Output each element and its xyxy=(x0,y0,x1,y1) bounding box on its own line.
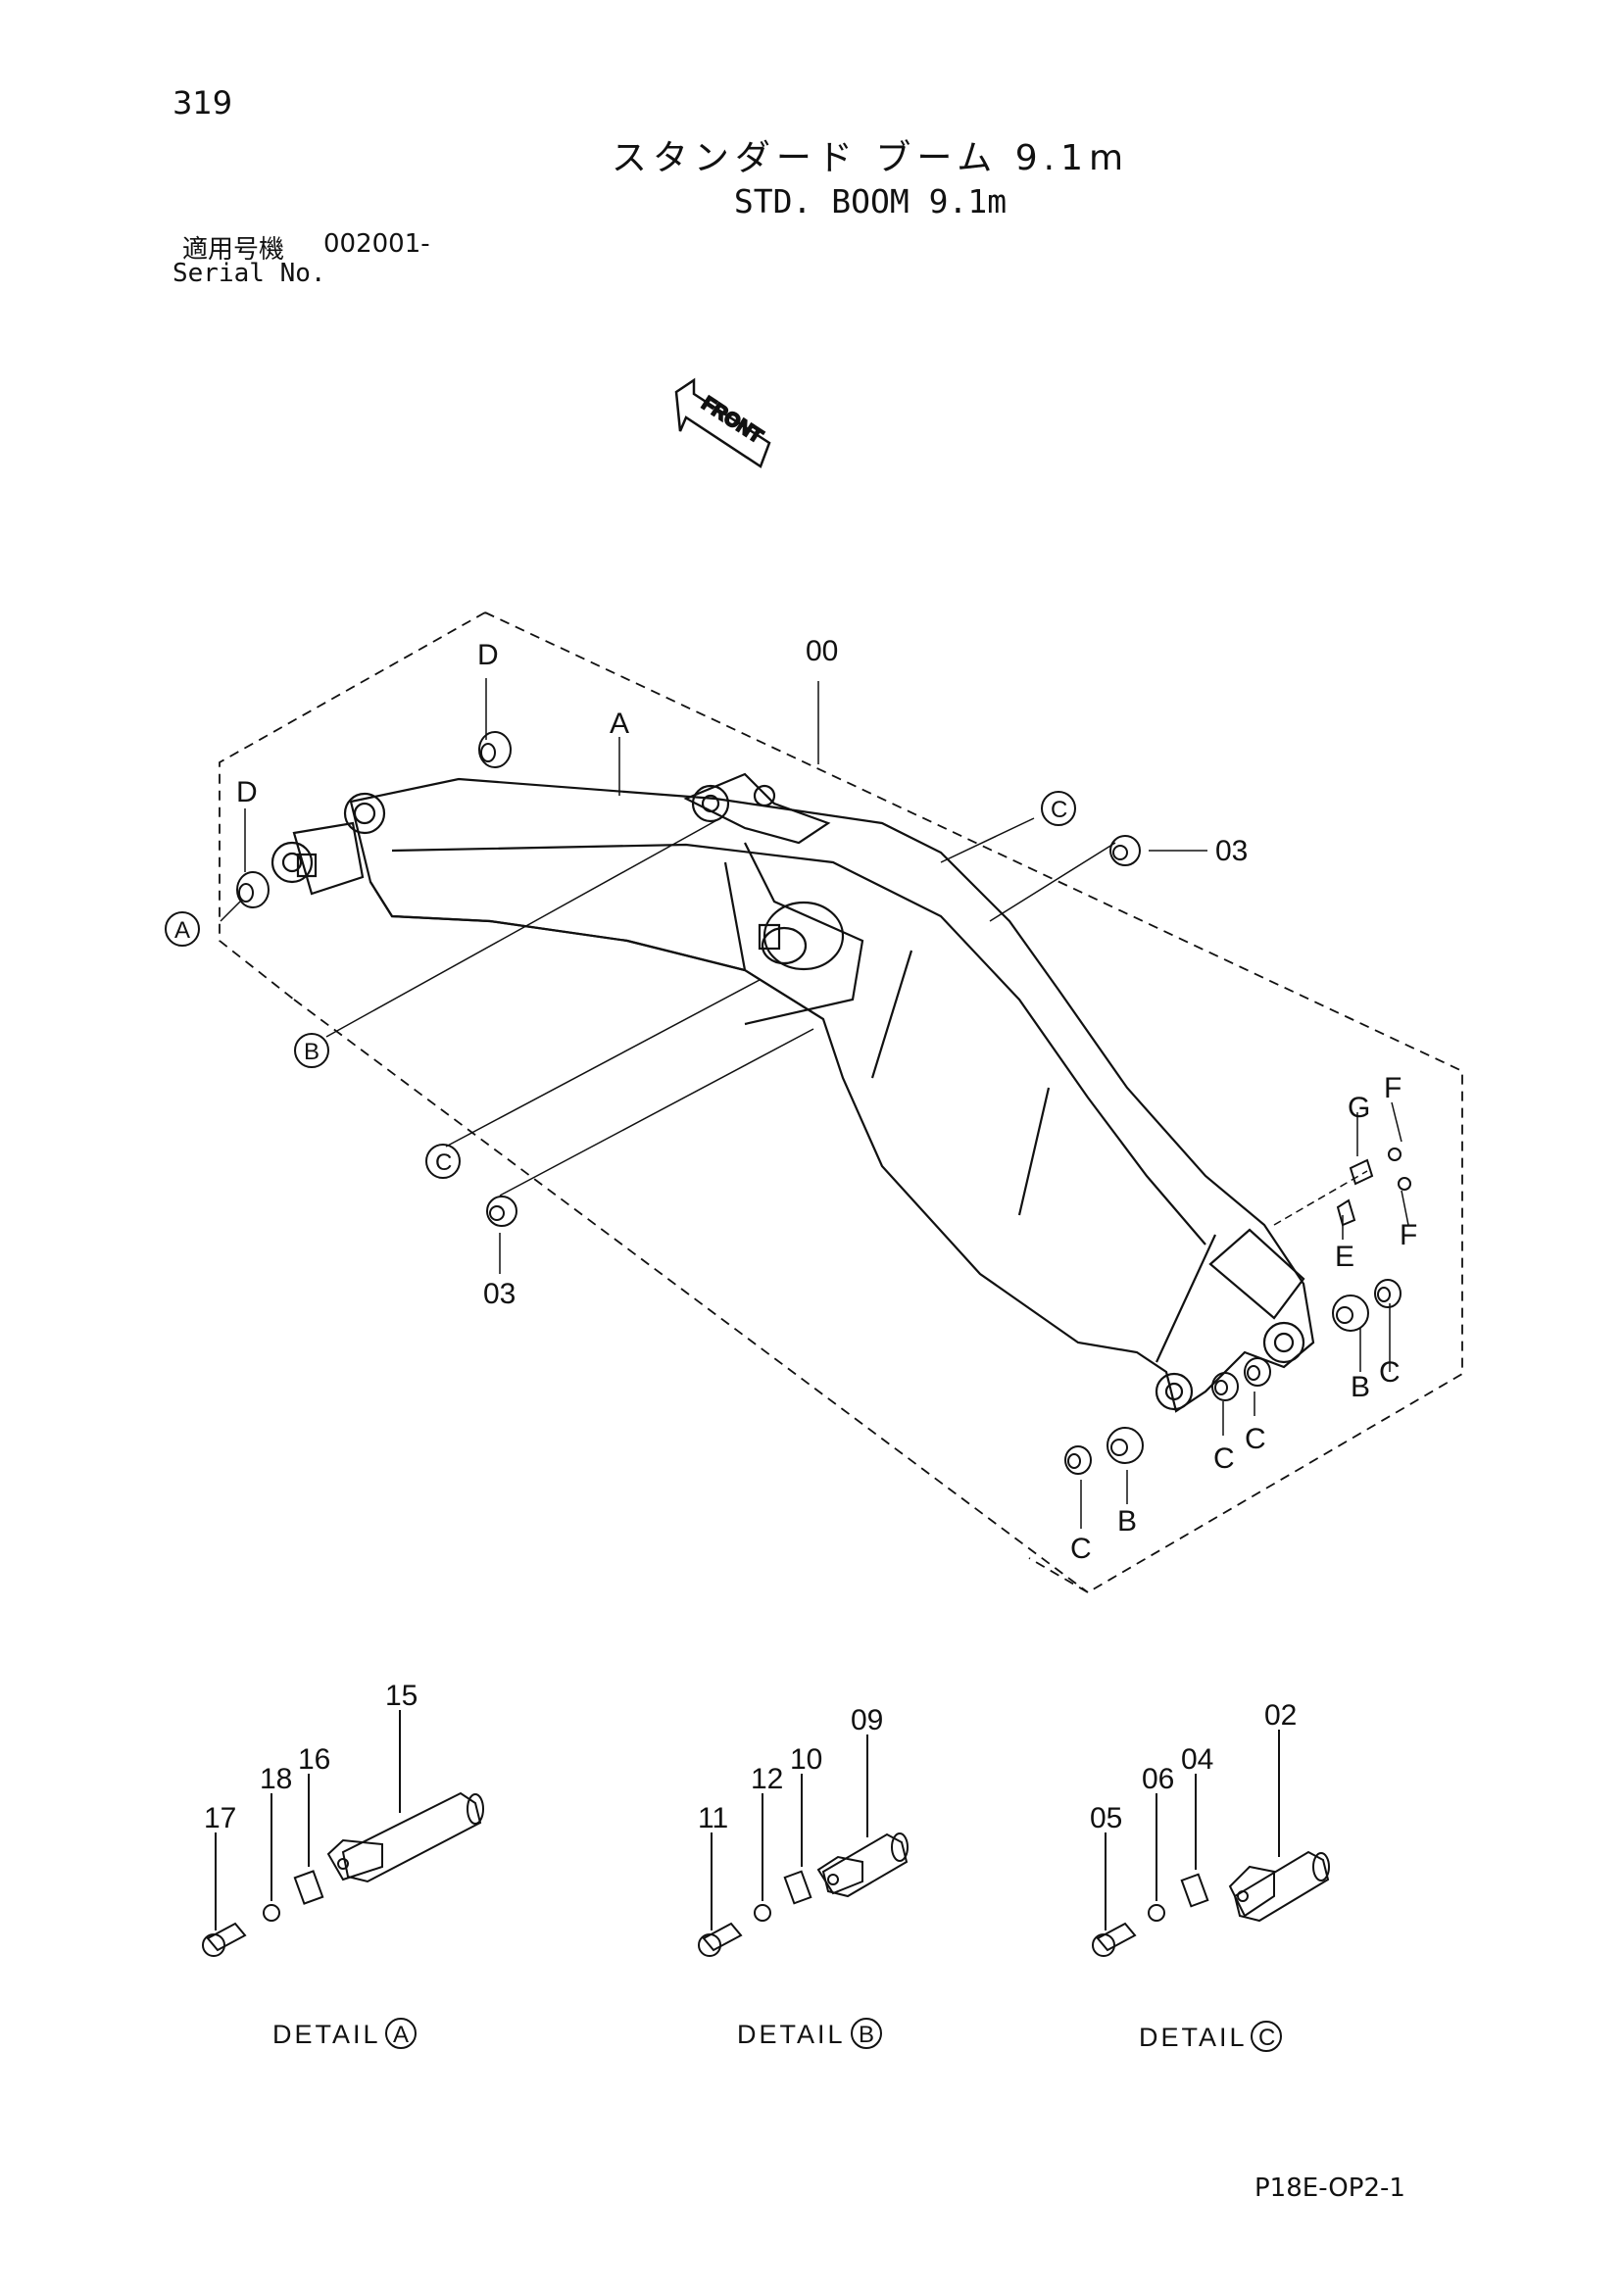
boom-structure xyxy=(270,772,1315,1413)
front-label: FRONT xyxy=(698,393,766,448)
callout-c-mid: C xyxy=(1213,1442,1235,1475)
page-number: 319 xyxy=(172,84,233,122)
title-japanese: スタンダード ブーム 9.1m xyxy=(611,138,1130,178)
ref-c-mid-label: C xyxy=(435,1149,452,1176)
callout-f-bottom: F xyxy=(1400,1219,1417,1251)
leader-lines xyxy=(220,678,1409,1529)
detail-b-part-plate: 10 xyxy=(790,1743,822,1776)
front-arrow-icon: FRONT xyxy=(674,377,771,468)
callout-b-low: B xyxy=(1117,1505,1137,1538)
callout-e: E xyxy=(1335,1241,1354,1273)
title-english: STD. BOOM 9.1m xyxy=(733,182,1008,220)
detail-b-part-washer: 12 xyxy=(751,1763,783,1795)
detail-b-ref: B xyxy=(859,2022,874,2048)
detail-a-part-plate: 16 xyxy=(298,1743,330,1776)
ref-a-label: A xyxy=(174,917,190,944)
assembly-boundary xyxy=(219,611,1463,1594)
detail-a-drawing xyxy=(202,1710,484,1957)
detail-a-part-washer: 18 xyxy=(260,1763,292,1795)
detail-c-circle xyxy=(1251,2021,1282,2052)
callout-03-left: 03 xyxy=(483,1278,516,1310)
ref-circle-c-mid xyxy=(425,1144,461,1179)
callout-a: A xyxy=(610,708,629,740)
serial-label-english: Serial No. xyxy=(172,259,326,288)
ref-circle-b xyxy=(294,1033,329,1068)
detail-b-title: DETAIL xyxy=(737,2020,846,2049)
detail-a-circle xyxy=(385,2018,417,2049)
hardware-parts xyxy=(236,731,1411,1475)
ref-c-top-label: C xyxy=(1051,797,1067,823)
callout-boom: 00 xyxy=(806,635,838,667)
detail-a-title: DETAIL xyxy=(272,2020,381,2049)
ref-circle-c-top xyxy=(1041,791,1076,826)
callout-d-top: D xyxy=(477,639,499,671)
detail-b-drawing xyxy=(698,1734,909,1957)
detail-a-ref: A xyxy=(393,2022,409,2048)
detail-b-part-bolt: 11 xyxy=(698,1802,728,1834)
detail-c-part-washer: 06 xyxy=(1142,1763,1174,1795)
callout-03-right: 03 xyxy=(1215,835,1248,867)
callout-c-low: C xyxy=(1070,1533,1092,1565)
ref-circle-a xyxy=(165,911,200,947)
callout-f-top: F xyxy=(1384,1072,1402,1104)
detail-b-circle xyxy=(851,2018,882,2049)
detail-b-part-pin: 09 xyxy=(851,1704,883,1736)
page-code: P18E-OP2-1 xyxy=(1254,2174,1405,2203)
detail-c-title: DETAIL xyxy=(1139,2023,1248,2052)
callout-b-right: B xyxy=(1351,1371,1370,1403)
detail-a-part-pin: 15 xyxy=(385,1680,418,1712)
detail-c-drawing xyxy=(1092,1730,1330,1957)
ref-b-label: B xyxy=(304,1039,320,1065)
detail-a-part-bolt: 17 xyxy=(204,1802,236,1834)
serial-value: 002001- xyxy=(323,229,430,259)
detail-c-ref: C xyxy=(1258,2025,1275,2051)
callout-g: G xyxy=(1348,1092,1370,1124)
detail-c-part-plate: 04 xyxy=(1181,1743,1213,1776)
detail-c-part-pin: 02 xyxy=(1264,1699,1297,1732)
detail-c-part-bolt: 05 xyxy=(1090,1802,1122,1834)
serial-label-japanese: 適用号機 xyxy=(182,235,285,265)
callout-c-right2: C xyxy=(1245,1423,1266,1455)
callout-d-left: D xyxy=(236,776,258,808)
callout-c-right: C xyxy=(1379,1356,1401,1389)
